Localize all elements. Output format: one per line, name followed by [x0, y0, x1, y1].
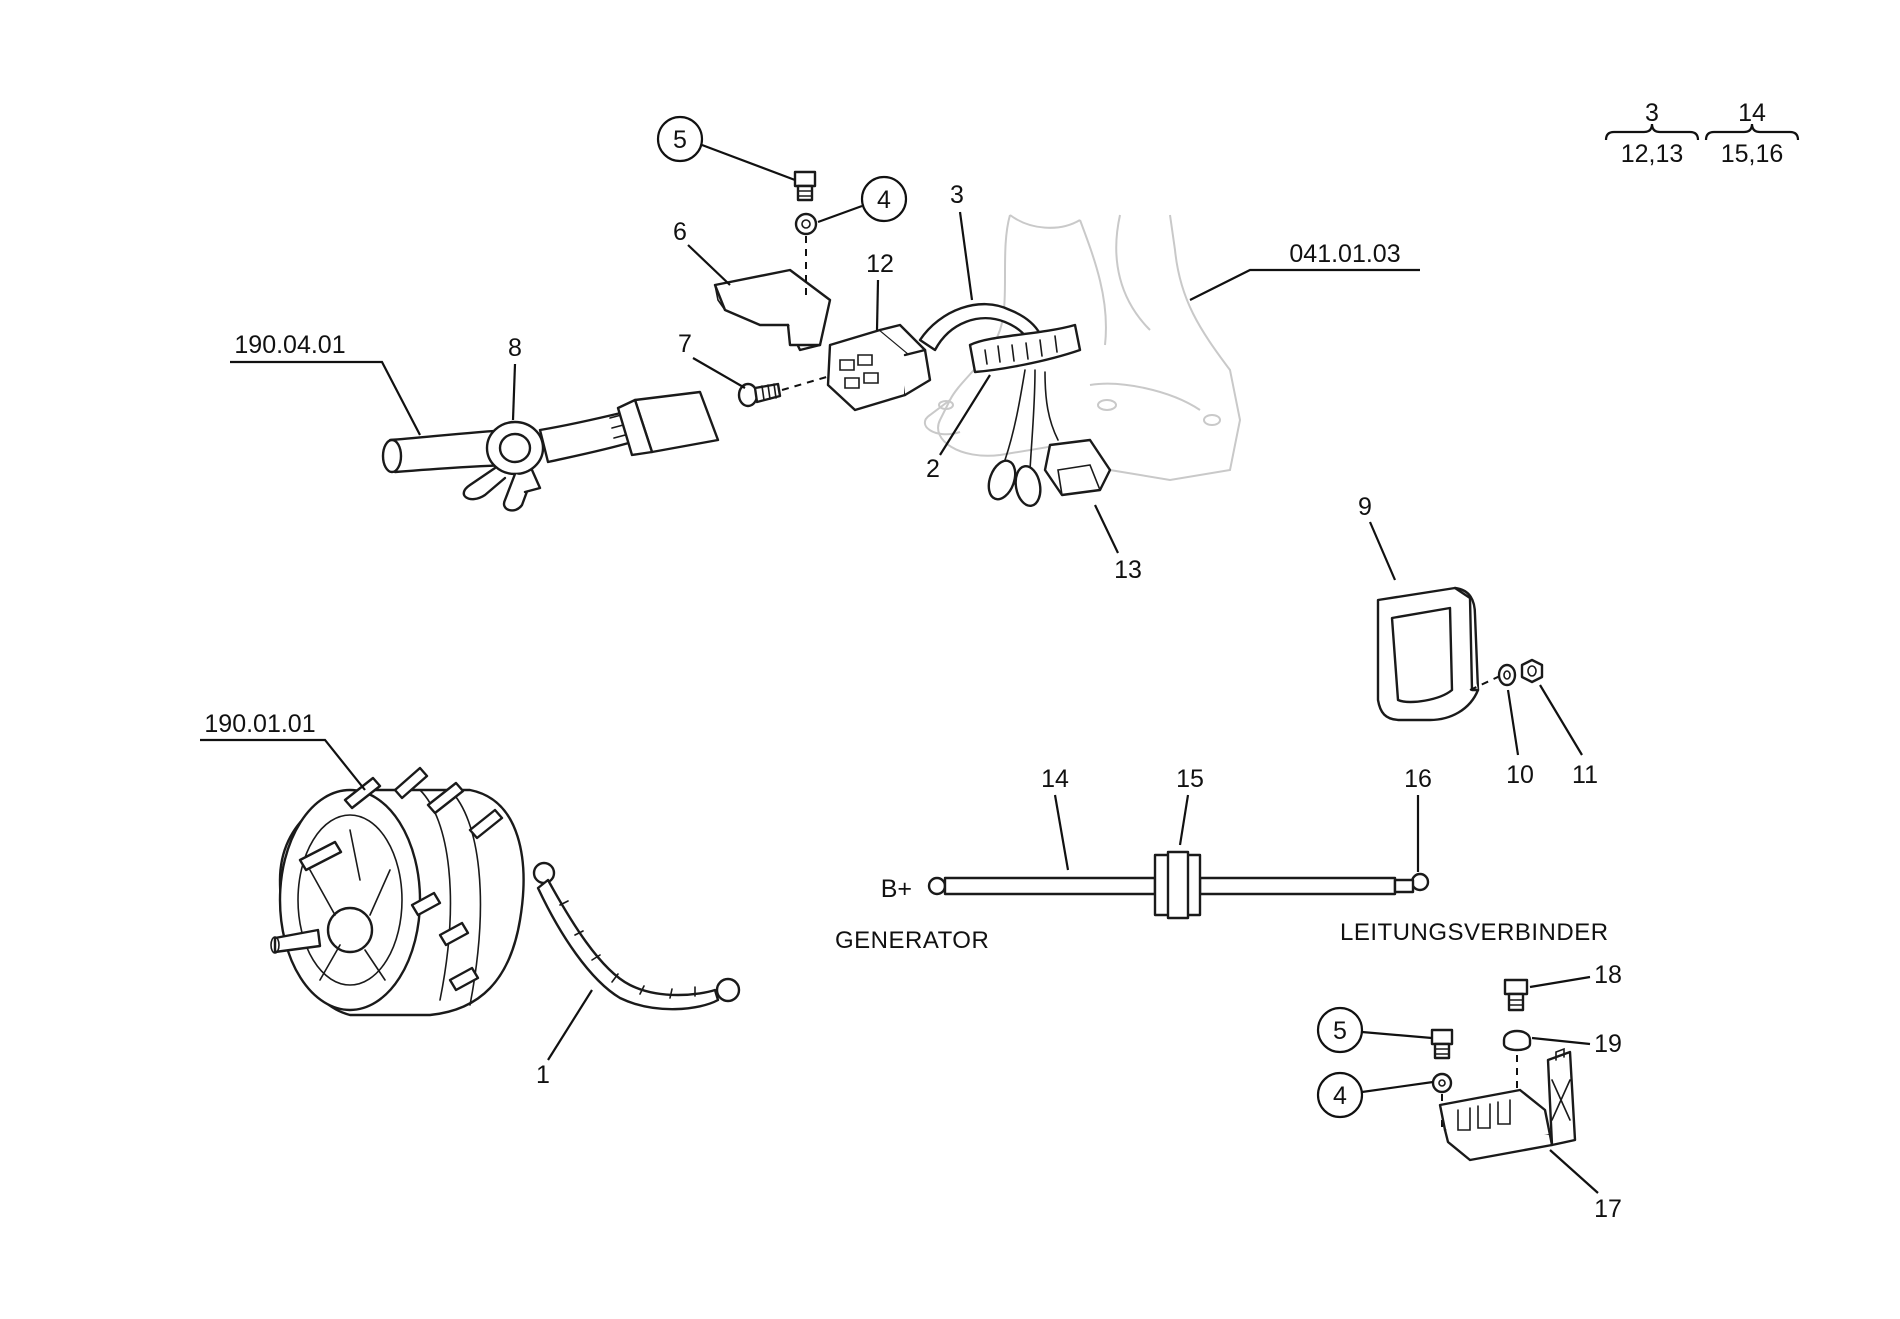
mounting-plate-17 [1438, 1047, 1577, 1162]
ref-alternator: 190.01.01 [200, 710, 366, 791]
callout-16: 16 [1404, 765, 1432, 872]
part-number-5-top: 5 [673, 126, 687, 154]
screw-18 [1503, 978, 1529, 1012]
ref-engine-block-text: 041.01.03 [1289, 240, 1400, 268]
washer-10 [1497, 663, 1517, 687]
set-group-1-members: 12,13 [1621, 140, 1684, 168]
ground-strap-1 [532, 861, 741, 1011]
callout-4-bottom: 4 [1316, 1071, 1434, 1119]
callout-7: 7 [678, 330, 746, 389]
ref-wiring-harness-text: 190.04.01 [234, 331, 345, 359]
wiring-harness [381, 390, 720, 474]
set-group-2-members: 15,16 [1721, 140, 1784, 168]
callout-12: 12 [866, 250, 894, 331]
part-number-2: 2 [926, 455, 940, 483]
part-number-7: 7 [678, 330, 692, 358]
washer-19 [1502, 1029, 1532, 1052]
strap-2 [968, 323, 1082, 374]
callout-19: 19 [1531, 1030, 1622, 1058]
callout-5-bottom: 5 [1316, 1006, 1433, 1054]
callout-2: 2 [926, 374, 991, 483]
callout-5-top: 5 [656, 115, 796, 182]
cable-eye-16 [1393, 872, 1430, 894]
dashed-axis-screw-7 [781, 375, 831, 391]
part-number-11: 11 [1572, 761, 1598, 789]
part-number-16: 16 [1404, 765, 1432, 793]
part-number-4-top: 4 [877, 186, 891, 214]
part-number-5-bottom: 5 [1333, 1017, 1347, 1045]
part-number-8: 8 [508, 334, 522, 362]
washer-4-bottom [1431, 1072, 1453, 1094]
callout-15: 15 [1176, 765, 1204, 846]
callout-11: 11 [1539, 684, 1598, 789]
part-number-1: 1 [536, 1061, 550, 1089]
callout-4-top: 4 [817, 175, 908, 224]
ref-alternator-text: 190.01.01 [204, 710, 315, 738]
screw-5-top [793, 170, 817, 202]
part-number-13: 13 [1114, 556, 1142, 584]
screw-5-bottom [1430, 1028, 1454, 1060]
set-group-1-head: 3 [1645, 99, 1659, 127]
set-group-2: 14 15,16 [1704, 99, 1800, 168]
callout-14: 14 [1041, 765, 1070, 871]
screw-7 [737, 382, 782, 408]
callout-13: 13 [1094, 504, 1142, 584]
part-number-14: 14 [1041, 765, 1069, 793]
b-plus-label: B+ [881, 875, 912, 903]
part-number-10: 10 [1506, 761, 1534, 789]
callout-18: 18 [1529, 961, 1622, 989]
nut-11 [1520, 658, 1544, 684]
part-number-17: 17 [1594, 1195, 1622, 1223]
connector-15 [1153, 850, 1202, 920]
callout-8: 8 [508, 334, 522, 421]
callout-17: 17 [1549, 1149, 1622, 1223]
set-group-1: 3 12,13 [1604, 99, 1700, 168]
harness-clip [462, 420, 545, 512]
ref-wiring-harness: 190.04.01 [230, 331, 421, 436]
terminals-13 [987, 369, 1112, 508]
callout-9: 9 [1358, 493, 1397, 581]
leitungsverbinder-label: LEITUNGSVERBINDER [1340, 919, 1609, 946]
washer-4-top [794, 212, 818, 236]
part-number-6: 6 [673, 218, 687, 246]
ref-engine-block: 041.01.03 [1189, 240, 1420, 301]
part-number-3: 3 [950, 181, 964, 209]
part-number-9: 9 [1358, 493, 1372, 521]
voltage-regulator-9 [1376, 586, 1480, 722]
callout-3: 3 [950, 181, 974, 301]
set-group-2-head: 14 [1738, 99, 1766, 127]
dashed-axis-regulator [1469, 675, 1501, 691]
callout-10: 10 [1506, 689, 1534, 789]
callout-6: 6 [673, 218, 731, 286]
part-number-18: 18 [1594, 961, 1622, 989]
generator-label: GENERATOR [835, 927, 989, 954]
connector-12 [826, 323, 932, 412]
part-number-4-bottom: 4 [1333, 1082, 1347, 1110]
alternator [270, 766, 525, 1017]
callout-1: 1 [536, 989, 593, 1089]
part-number-15: 15 [1176, 765, 1204, 793]
part-number-19: 19 [1594, 1030, 1622, 1058]
part-number-12: 12 [866, 250, 894, 278]
bracket-6 [713, 268, 832, 352]
